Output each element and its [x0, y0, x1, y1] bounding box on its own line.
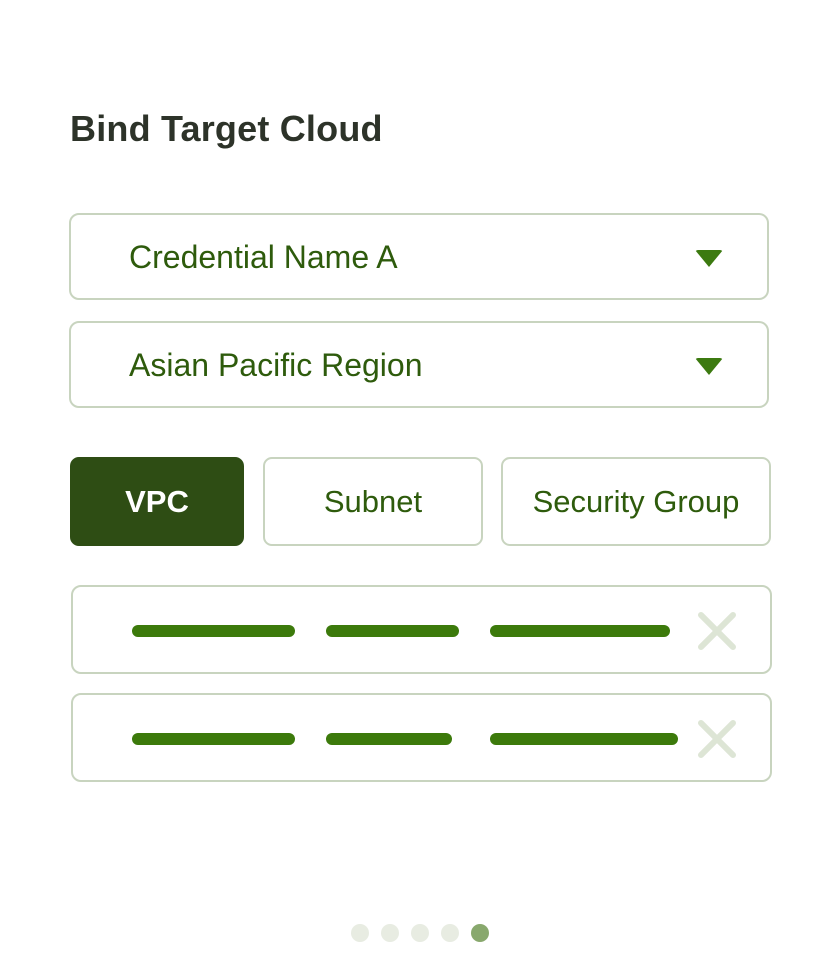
- region-select[interactable]: Asian Pacific Region: [69, 321, 769, 408]
- pagination-dot-active[interactable]: [471, 924, 489, 942]
- placeholder-bar: [132, 625, 295, 637]
- resource-row: [71, 693, 772, 782]
- pagination-dot[interactable]: [381, 924, 399, 942]
- credential-select-value: Credential Name A: [129, 239, 398, 275]
- region-select-value: Asian Pacific Region: [129, 347, 423, 383]
- tab-subnet[interactable]: Subnet: [263, 457, 483, 546]
- credential-select[interactable]: Credential Name A: [69, 213, 769, 300]
- tab-security-group[interactable]: Security Group: [501, 457, 771, 546]
- pagination-dots: [351, 924, 491, 942]
- pagination-dot[interactable]: [351, 924, 369, 942]
- pagination-dot[interactable]: [441, 924, 459, 942]
- placeholder-bar: [490, 733, 678, 745]
- caret-down-icon: [695, 250, 723, 267]
- resource-row: [71, 585, 772, 674]
- placeholder-bar: [132, 733, 295, 745]
- tab-vpc[interactable]: VPC: [70, 457, 244, 546]
- page-title: Bind Target Cloud: [70, 108, 383, 149]
- caret-down-icon: [695, 358, 723, 375]
- placeholder-bar: [326, 733, 452, 745]
- close-icon[interactable]: [697, 719, 737, 759]
- placeholder-bar: [490, 625, 670, 637]
- placeholder-bar: [326, 625, 459, 637]
- close-icon[interactable]: [697, 611, 737, 651]
- pagination-dot[interactable]: [411, 924, 429, 942]
